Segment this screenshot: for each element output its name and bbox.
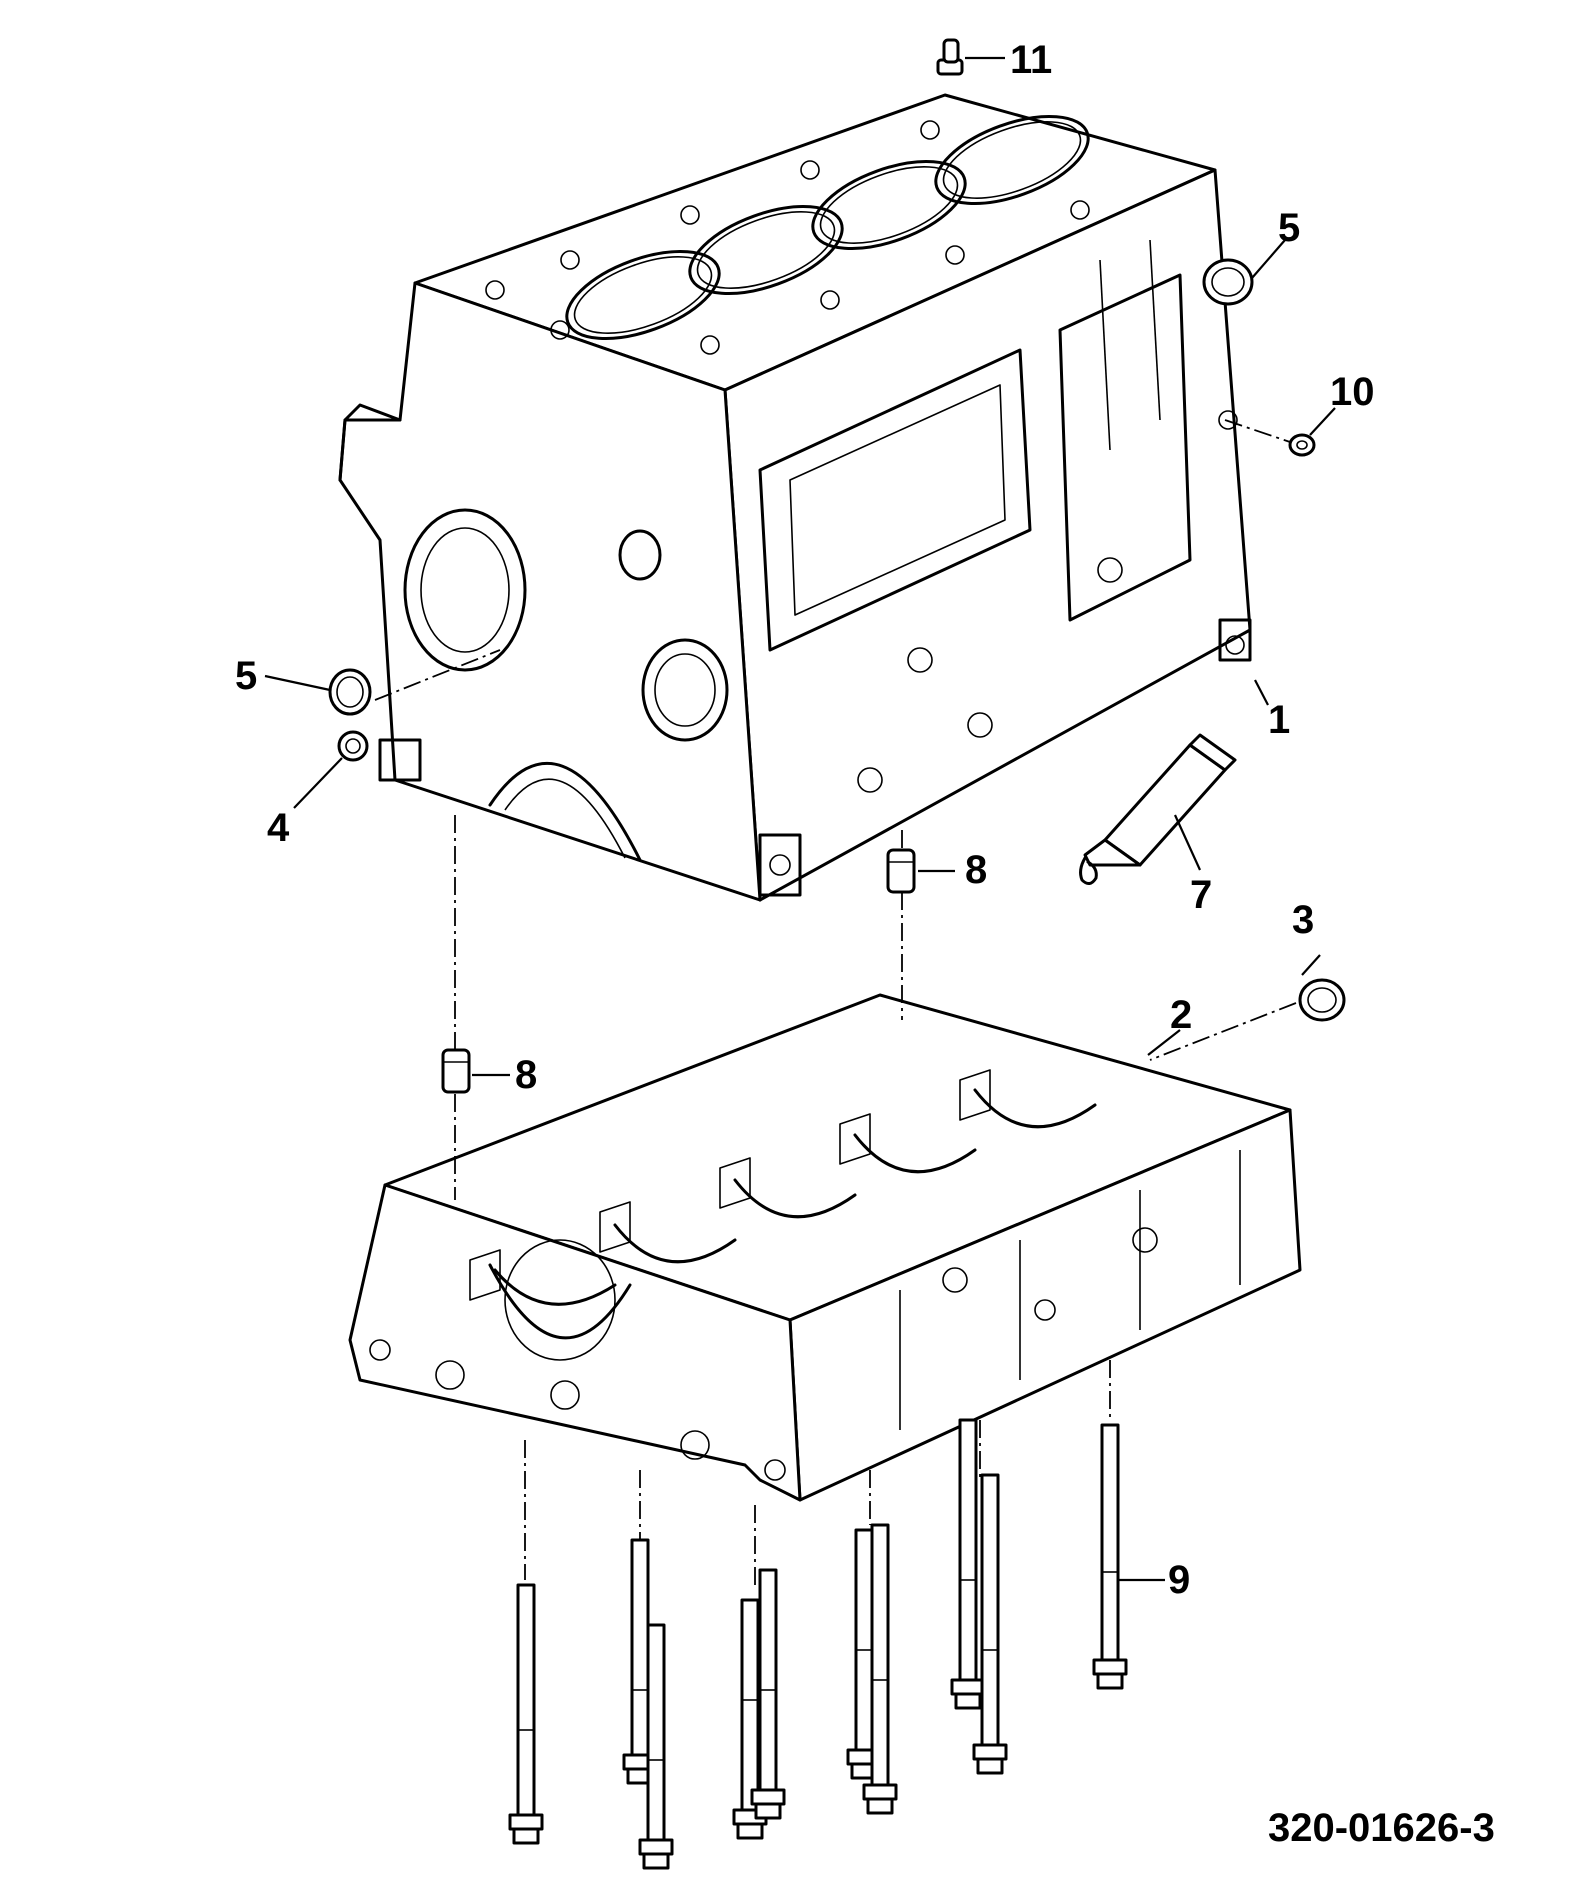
dowel-8-lower xyxy=(441,1048,471,1094)
bolt xyxy=(1092,1423,1128,1690)
callout-10: 10 xyxy=(1330,370,1375,414)
bolt xyxy=(972,1473,1008,1775)
bolt xyxy=(508,1583,544,1845)
sealant-tube-7 xyxy=(1079,733,1237,885)
dowel-8-upper xyxy=(886,848,916,894)
bolts-9 xyxy=(508,1418,1128,1870)
cylinder-block xyxy=(338,93,1252,902)
crankcase-bedplate xyxy=(348,993,1302,1502)
callout-5-right: 5 xyxy=(1278,206,1301,250)
callout-4: 4 xyxy=(267,806,290,850)
callout-2: 2 xyxy=(1170,993,1193,1037)
plug-4 xyxy=(337,730,369,762)
bolt xyxy=(732,1598,768,1840)
plug-11 xyxy=(936,38,964,76)
bolt xyxy=(950,1418,986,1710)
callout-7: 7 xyxy=(1190,873,1213,917)
leader-lines xyxy=(264,56,1336,1582)
callout-5-left: 5 xyxy=(235,654,258,698)
plug-10 xyxy=(1288,433,1316,457)
core-plug-3 xyxy=(1298,978,1346,1022)
bolt xyxy=(846,1528,882,1780)
callout-9: 9 xyxy=(1168,1558,1191,1602)
callout-8-upper: 8 xyxy=(965,848,988,892)
callout-1: 1 xyxy=(1268,698,1291,742)
bolt xyxy=(750,1568,786,1820)
callout-11: 11 xyxy=(1010,38,1053,82)
core-plug-5-right xyxy=(1202,258,1254,306)
core-plug-5-left xyxy=(328,668,372,716)
bolt xyxy=(862,1523,898,1815)
bolt xyxy=(638,1623,674,1870)
callout-8-lower: 8 xyxy=(515,1053,538,1097)
drawing-number: 320-01626-3 xyxy=(1268,1806,1495,1850)
callout-3: 3 xyxy=(1292,898,1315,942)
